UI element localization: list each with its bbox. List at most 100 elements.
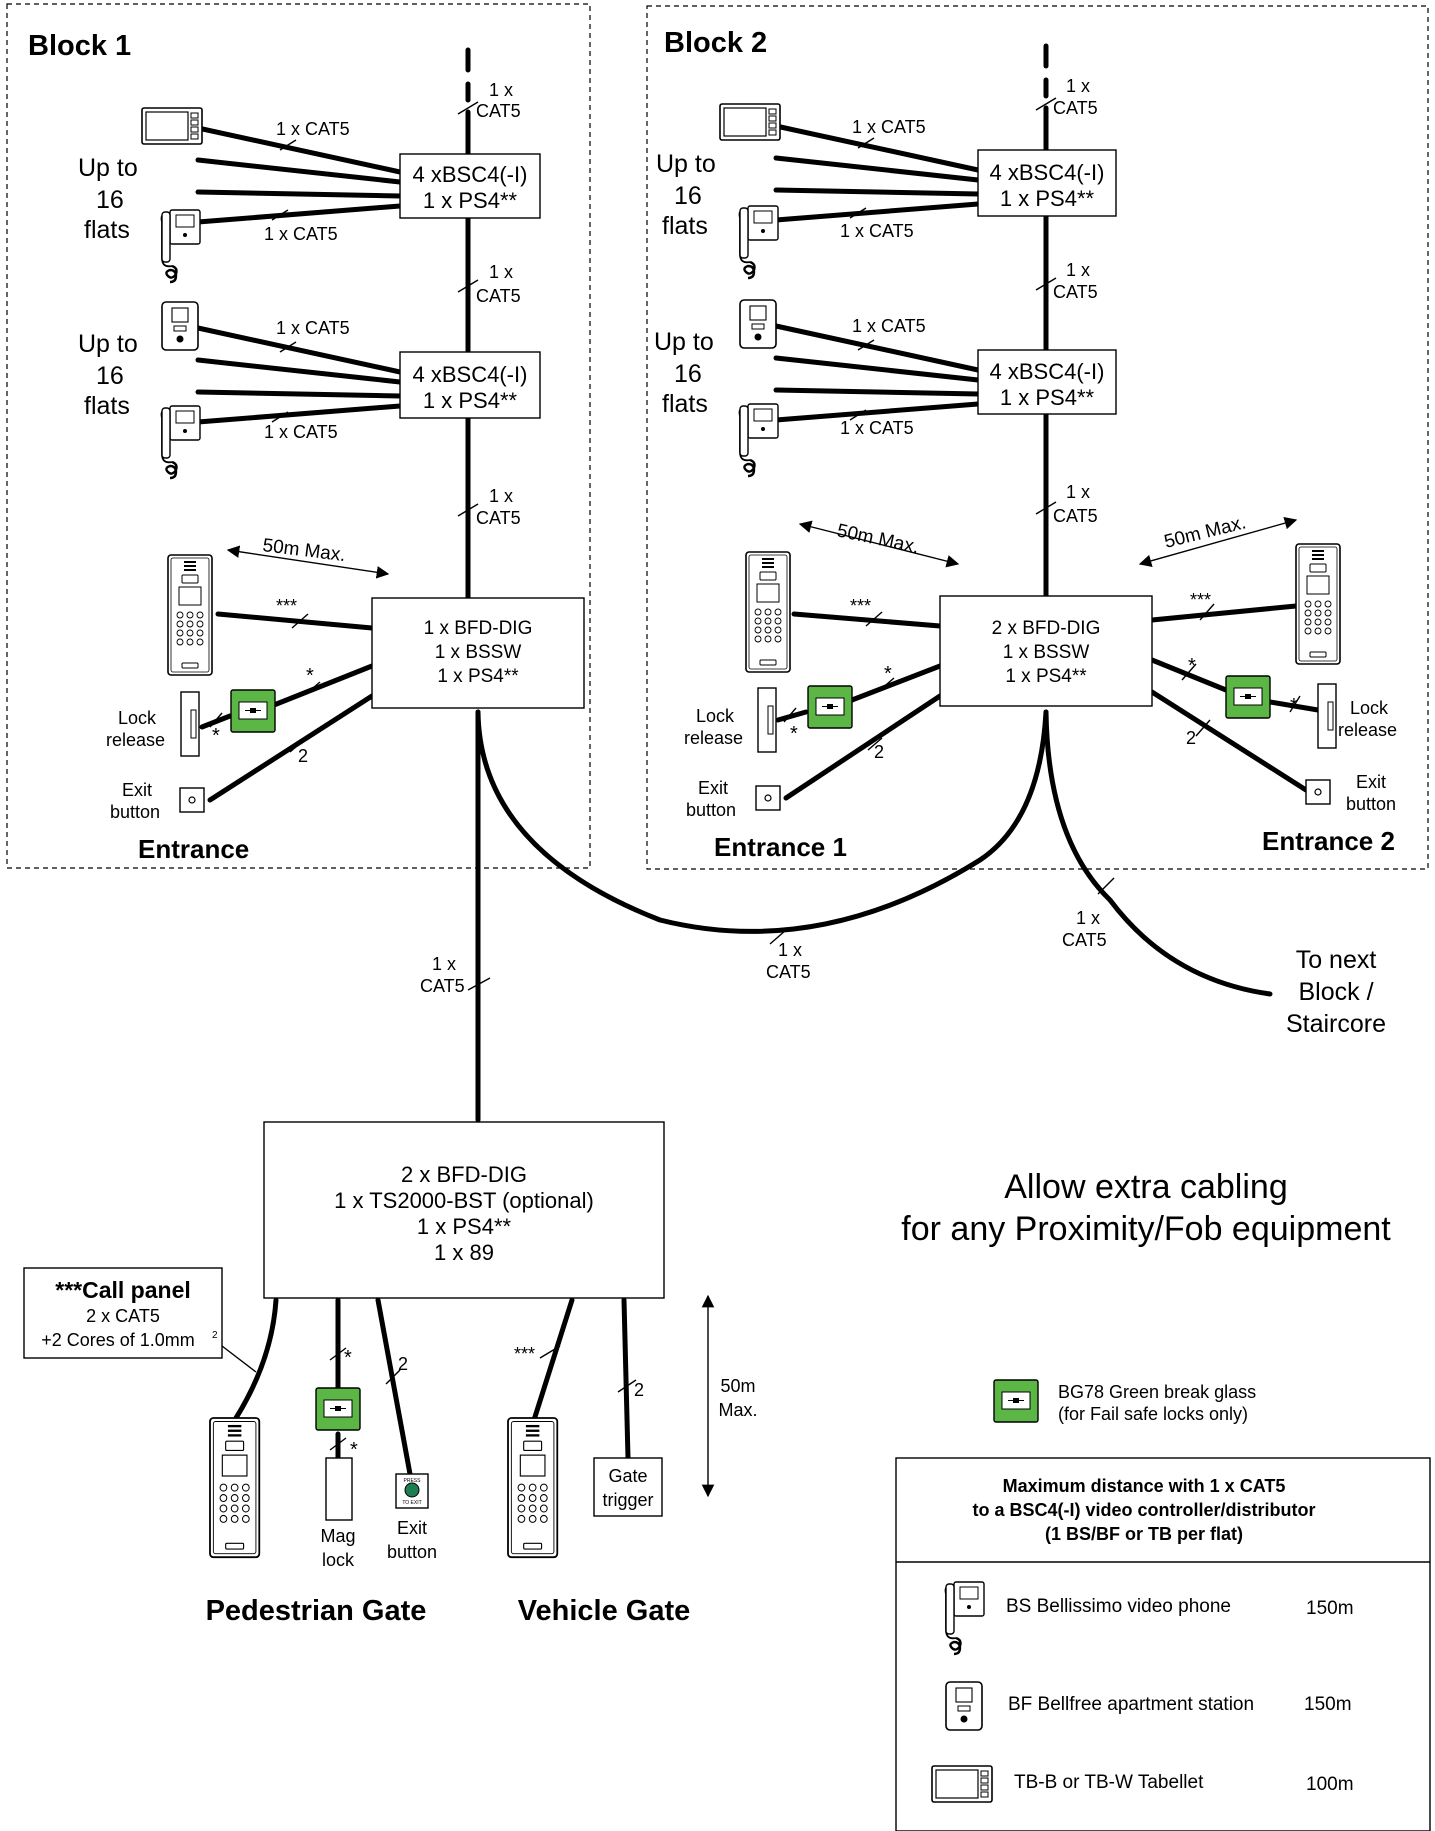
gate-ticks — [329, 1345, 637, 1451]
cable-label: CAT5 — [476, 508, 521, 528]
exit-button-icon — [755, 785, 781, 811]
trigger-label: trigger — [602, 1490, 653, 1510]
max-label: Max. — [718, 1400, 757, 1420]
up-to-label: Up to — [78, 154, 138, 182]
release-label: release — [1338, 720, 1397, 740]
call-panel-line3: +2 Cores of 1.0mm — [41, 1330, 195, 1350]
two-label: 2 — [874, 742, 884, 762]
cable-label: CAT5 — [1062, 930, 1107, 950]
fifty-max-arrow — [226, 545, 390, 579]
block2-title: Block 2 — [664, 27, 767, 59]
exit-label: Exit — [698, 778, 728, 798]
block1-wiring — [195, 47, 471, 803]
entrance-unit-line: 1 x BSSW — [435, 642, 522, 663]
fifty-m-label: 50m — [720, 1376, 755, 1396]
distance-table-title: to a BSC4(-I) video controller/distribut… — [972, 1500, 1315, 1520]
two-label: 2 — [298, 746, 308, 766]
gate-wiring — [233, 1297, 631, 1477]
cable-label: 1 x — [1066, 76, 1090, 96]
button-label: button — [110, 802, 160, 822]
star-label: * — [1290, 695, 1298, 717]
legend-row-label: BF Bellfree apartment station — [1008, 1694, 1254, 1715]
gate-unit-line: 1 x PS4** — [417, 1214, 512, 1239]
bg78-legend-line2: (for Fail safe locks only) — [1058, 1404, 1248, 1424]
svg-text:PRESS: PRESS — [404, 1478, 422, 1484]
up-to-label: Up to — [78, 330, 138, 358]
flats-label: flats — [84, 392, 130, 420]
bsc-line1: 4 xBSC4(-I) — [413, 362, 528, 387]
entrance-controller-box — [371, 597, 585, 709]
pedestrian-gate-title: Pedestrian Gate — [206, 1595, 427, 1627]
cable-label: 1 x CAT5 — [276, 119, 350, 139]
bsc-line2: 1 x PS4** — [423, 188, 518, 213]
cable-label: CAT5 — [476, 101, 521, 121]
bsc-line1: 4 xBSC4(-I) — [990, 359, 1105, 384]
block-slash-label: Block / — [1298, 978, 1373, 1006]
tablet-icon — [141, 107, 203, 145]
two-label: 2 — [1186, 728, 1196, 748]
exit-label: Exit — [1356, 772, 1386, 792]
cable-label: 1 x CAT5 — [840, 221, 914, 241]
apartment-station-icon — [739, 299, 777, 349]
cable-label: 1 x CAT5 — [852, 117, 926, 137]
bsc-line1: 4 xBSC4(-I) — [990, 160, 1105, 185]
cable-label: 1 x CAT5 — [264, 224, 338, 244]
bsc-controller-box — [977, 149, 1117, 217]
bsc-line2: 1 x PS4** — [423, 388, 518, 413]
cable-label: 1 x CAT5 — [852, 316, 926, 336]
cable-label: 1 x — [432, 954, 456, 974]
apartment-station-icon — [945, 1681, 983, 1731]
fifty-max-label: 50m Max. — [1162, 512, 1248, 553]
lock-release-icon — [180, 691, 200, 757]
lock-label: Lock — [118, 708, 157, 728]
gate-unit-line: 1 x TS2000-BST (optional) — [334, 1188, 594, 1213]
break-glass-icon — [230, 689, 276, 733]
allow-cabling-line2: for any Proximity/Fob equipment — [901, 1210, 1391, 1248]
star-label: * — [790, 723, 798, 745]
entrance-unit-line: 1 x BFD-DIG — [424, 618, 533, 639]
cable-label: 1 x — [1076, 908, 1100, 928]
star-label: * — [212, 725, 220, 747]
cable-label: 1 x — [489, 486, 513, 506]
cable-label: CAT5 — [420, 976, 465, 996]
sixteen-label: 16 — [96, 362, 124, 390]
cable-label: 1 x CAT5 — [276, 318, 350, 338]
cable-label: 1 x — [778, 940, 802, 960]
lock-release-icon — [757, 687, 777, 753]
entrance-unit-line: 1 x PS4** — [437, 666, 519, 687]
sixteen-label: 16 — [96, 186, 124, 214]
call-panel-pointer — [221, 1345, 257, 1373]
entrance-title: Entrance — [138, 834, 249, 864]
distance-table-title: (1 BS/BF or TB per flat) — [1045, 1524, 1243, 1544]
star-label: * — [344, 1347, 352, 1369]
break-glass-icon — [807, 685, 853, 729]
button-label: button — [686, 800, 736, 820]
cable-label: 1 x CAT5 — [264, 422, 338, 442]
flats-label: flats — [84, 216, 130, 244]
cable-label: 1 x — [1066, 260, 1090, 280]
cable-label: CAT5 — [1053, 282, 1098, 302]
cable-label: 1 x CAT5 — [840, 418, 914, 438]
vehicle-call-panel-icon — [507, 1417, 559, 1559]
cable-label: 1 x — [489, 80, 513, 100]
mag-lock-label: lock — [322, 1550, 355, 1570]
cable-label: CAT5 — [476, 286, 521, 306]
up-to-label: Up to — [654, 328, 714, 356]
bsc-line1: 4 xBSC4(-I) — [413, 162, 528, 187]
block2-ticks — [783, 97, 1301, 751]
handset-icon — [160, 404, 202, 480]
bg78-legend-line1: BG78 Green break glass — [1058, 1382, 1256, 1402]
gate-controller-box — [263, 1121, 665, 1299]
handset-icon — [738, 204, 780, 280]
block2-wiring — [773, 43, 1321, 801]
press-to-exit-icon: PRESS TO EXIT — [395, 1473, 429, 1509]
lock-label: Lock — [696, 706, 735, 726]
entrance-panel-icon — [167, 554, 213, 676]
star-label: * — [884, 663, 892, 685]
block2-frame — [646, 5, 1429, 870]
break-glass-icon — [1225, 675, 1271, 719]
allow-cabling-line1: Allow extra cabling — [1004, 1168, 1287, 1206]
exit-button-icon — [179, 787, 205, 813]
bsc-controller-box — [399, 351, 541, 419]
break-glass-icon — [993, 1379, 1039, 1423]
